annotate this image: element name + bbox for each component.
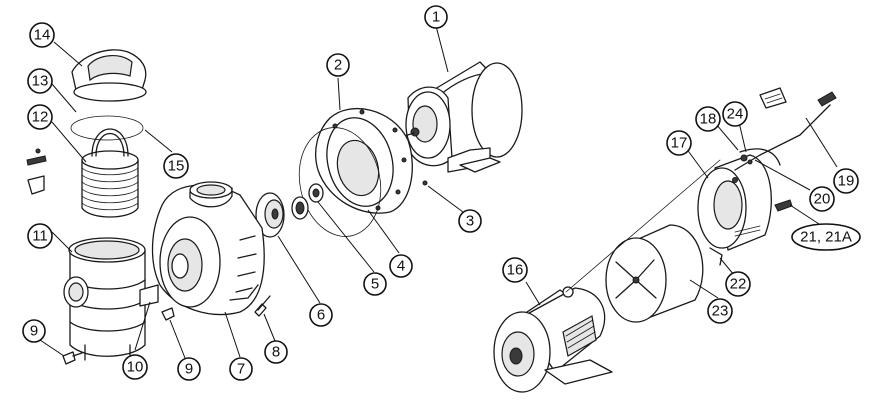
svg-text:6: 6 [317, 307, 325, 324]
svg-text:8: 8 [272, 344, 280, 361]
svg-text:22: 22 [730, 276, 747, 293]
svg-text:19: 19 [838, 173, 855, 190]
svg-text:18: 18 [700, 111, 717, 128]
part-screw-3 [422, 180, 428, 186]
callout-19: 19 [833, 168, 859, 194]
svg-text:14: 14 [34, 27, 51, 44]
callout-8: 8 [264, 340, 288, 364]
callout-15: 15 [163, 153, 189, 179]
part-motor [397, 61, 523, 173]
part-lid-hardware [26, 148, 47, 195]
svg-text:17: 17 [671, 135, 688, 152]
part-strainer-housing [63, 237, 159, 361]
callout-5: 5 [363, 272, 387, 296]
svg-text:7: 7 [237, 361, 245, 378]
svg-text:9: 9 [185, 361, 193, 378]
callout-9-right: 9 [177, 357, 201, 381]
part-lid-o-ring [70, 115, 144, 141]
svg-text:20: 20 [814, 191, 831, 208]
part-bolt [254, 295, 271, 317]
callout-10: 10 [122, 354, 148, 380]
svg-text:9: 9 [30, 323, 38, 340]
part-fan-cover [565, 159, 721, 323]
part-motor-alt [493, 286, 613, 393]
part-basket [81, 128, 139, 218]
svg-text:21, 21A: 21, 21A [800, 229, 852, 246]
svg-text:1: 1 [432, 9, 440, 26]
svg-text:5: 5 [371, 276, 379, 293]
svg-text:15: 15 [168, 158, 185, 175]
callout-20: 20 [809, 186, 835, 212]
part-end-cap [697, 154, 772, 251]
callout-14: 14 [29, 22, 55, 48]
part-impeller [255, 192, 285, 238]
part-seal [291, 183, 324, 220]
part-cord-assembly [734, 87, 837, 212]
svg-text:13: 13 [32, 73, 49, 90]
part-o-ring [298, 127, 382, 237]
callout-9-left: 9 [22, 319, 46, 343]
callout-17: 17 [666, 130, 692, 156]
callout-22: 22 [725, 271, 751, 297]
callout-1: 1 [424, 5, 448, 29]
svg-text:3: 3 [466, 213, 474, 230]
callout-6: 6 [309, 303, 333, 327]
part-seal-plate [315, 107, 413, 214]
svg-text:24: 24 [727, 106, 744, 123]
callout-13: 13 [27, 68, 53, 94]
svg-text:2: 2 [334, 57, 342, 74]
svg-text:11: 11 [32, 228, 48, 245]
callout-4: 4 [389, 254, 413, 278]
part-strainer-lid [71, 49, 147, 102]
svg-text:16: 16 [507, 262, 524, 279]
callout-16: 16 [502, 257, 528, 283]
callout-24: 24 [722, 101, 748, 127]
callout-21-21a: 21, 21A [791, 223, 861, 251]
part-volute-housing [151, 181, 265, 316]
callout-11: 11 [27, 223, 53, 249]
svg-text:4: 4 [397, 258, 405, 275]
svg-text:10: 10 [127, 359, 144, 376]
callout-7: 7 [229, 357, 253, 381]
leader-lines [39, 25, 838, 359]
svg-text:12: 12 [32, 109, 49, 126]
svg-text:23: 23 [712, 303, 729, 320]
callout-12: 12 [27, 104, 53, 130]
callout-2: 2 [326, 53, 350, 77]
part-drain-plug [62, 307, 175, 365]
callout-3: 3 [458, 209, 482, 233]
callout-23: 23 [707, 298, 733, 324]
callout-18: 18 [695, 106, 721, 132]
part-clip [709, 247, 723, 266]
